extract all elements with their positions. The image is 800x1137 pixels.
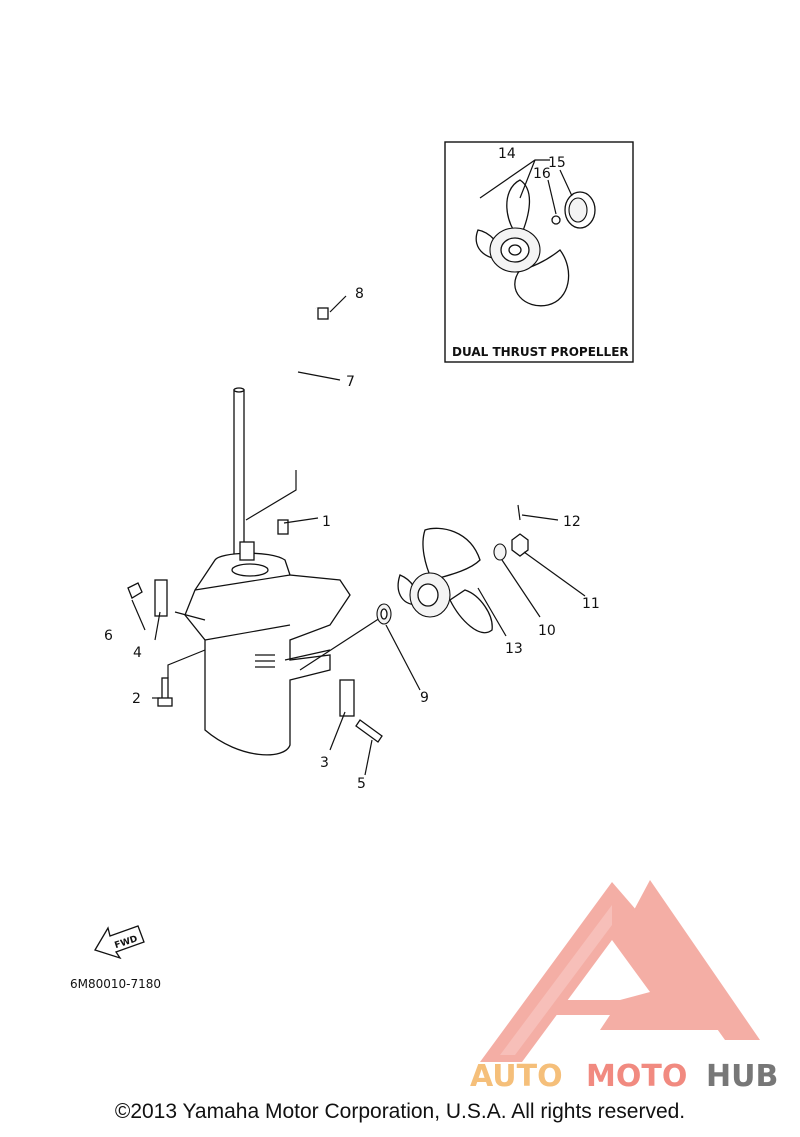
bolt-2 xyxy=(157,677,173,707)
drawing-code: 6M80010-7180 xyxy=(70,977,161,991)
nut-11 xyxy=(511,533,529,557)
part-label-1: 1 xyxy=(322,514,331,530)
watermark-text: AUTO MOTO HUB xyxy=(470,1059,778,1094)
part-label-15: 15 xyxy=(548,155,566,171)
part-label-14: 14 xyxy=(498,146,516,162)
part-label-6: 6 xyxy=(104,628,113,644)
part-label-3: 3 xyxy=(320,755,329,771)
part-label-9: 9 xyxy=(420,690,429,706)
watermark-hub: HUB xyxy=(706,1059,778,1094)
lower-case xyxy=(184,541,351,756)
leader-lines xyxy=(131,295,586,776)
inset-propeller xyxy=(475,159,596,307)
drive-shaft xyxy=(233,387,245,561)
part-label-13: 13 xyxy=(505,641,523,657)
inset-box: 14 15 16 DUAL THRUST PROPELLER xyxy=(444,141,634,363)
screw-5 xyxy=(355,719,383,743)
water-pipe xyxy=(294,296,329,465)
part-label-16: 16 xyxy=(533,166,551,182)
part-label-12: 12 xyxy=(563,514,581,530)
part-label-8: 8 xyxy=(355,286,364,302)
copyright-notice: ©2013 Yamaha Motor Corporation, U.S.A. A… xyxy=(114,1100,686,1123)
cotter-pin-12 xyxy=(517,504,521,521)
watermark-auto: AUTO xyxy=(470,1059,563,1094)
part-label-2: 2 xyxy=(132,691,141,707)
part-label-7: 7 xyxy=(346,374,355,390)
inset-title: DUAL THRUST PROPELLER xyxy=(452,345,629,359)
anode-3 xyxy=(339,679,355,717)
nut-6 xyxy=(127,582,143,599)
washer-10 xyxy=(493,543,507,561)
part-label-11: 11 xyxy=(582,596,600,612)
fwd-arrow-icon: FWD xyxy=(94,925,145,960)
thrust-washer-9 xyxy=(376,603,392,625)
watermark-logo xyxy=(480,880,760,1062)
propeller-13 xyxy=(397,527,493,634)
part-label-5: 5 xyxy=(357,776,366,792)
dowel-pin xyxy=(277,519,289,535)
watermark-moto: MOTO xyxy=(586,1059,687,1094)
part-label-4: 4 xyxy=(133,645,142,661)
anode-4 xyxy=(154,579,168,617)
part-label-10: 10 xyxy=(538,623,556,639)
